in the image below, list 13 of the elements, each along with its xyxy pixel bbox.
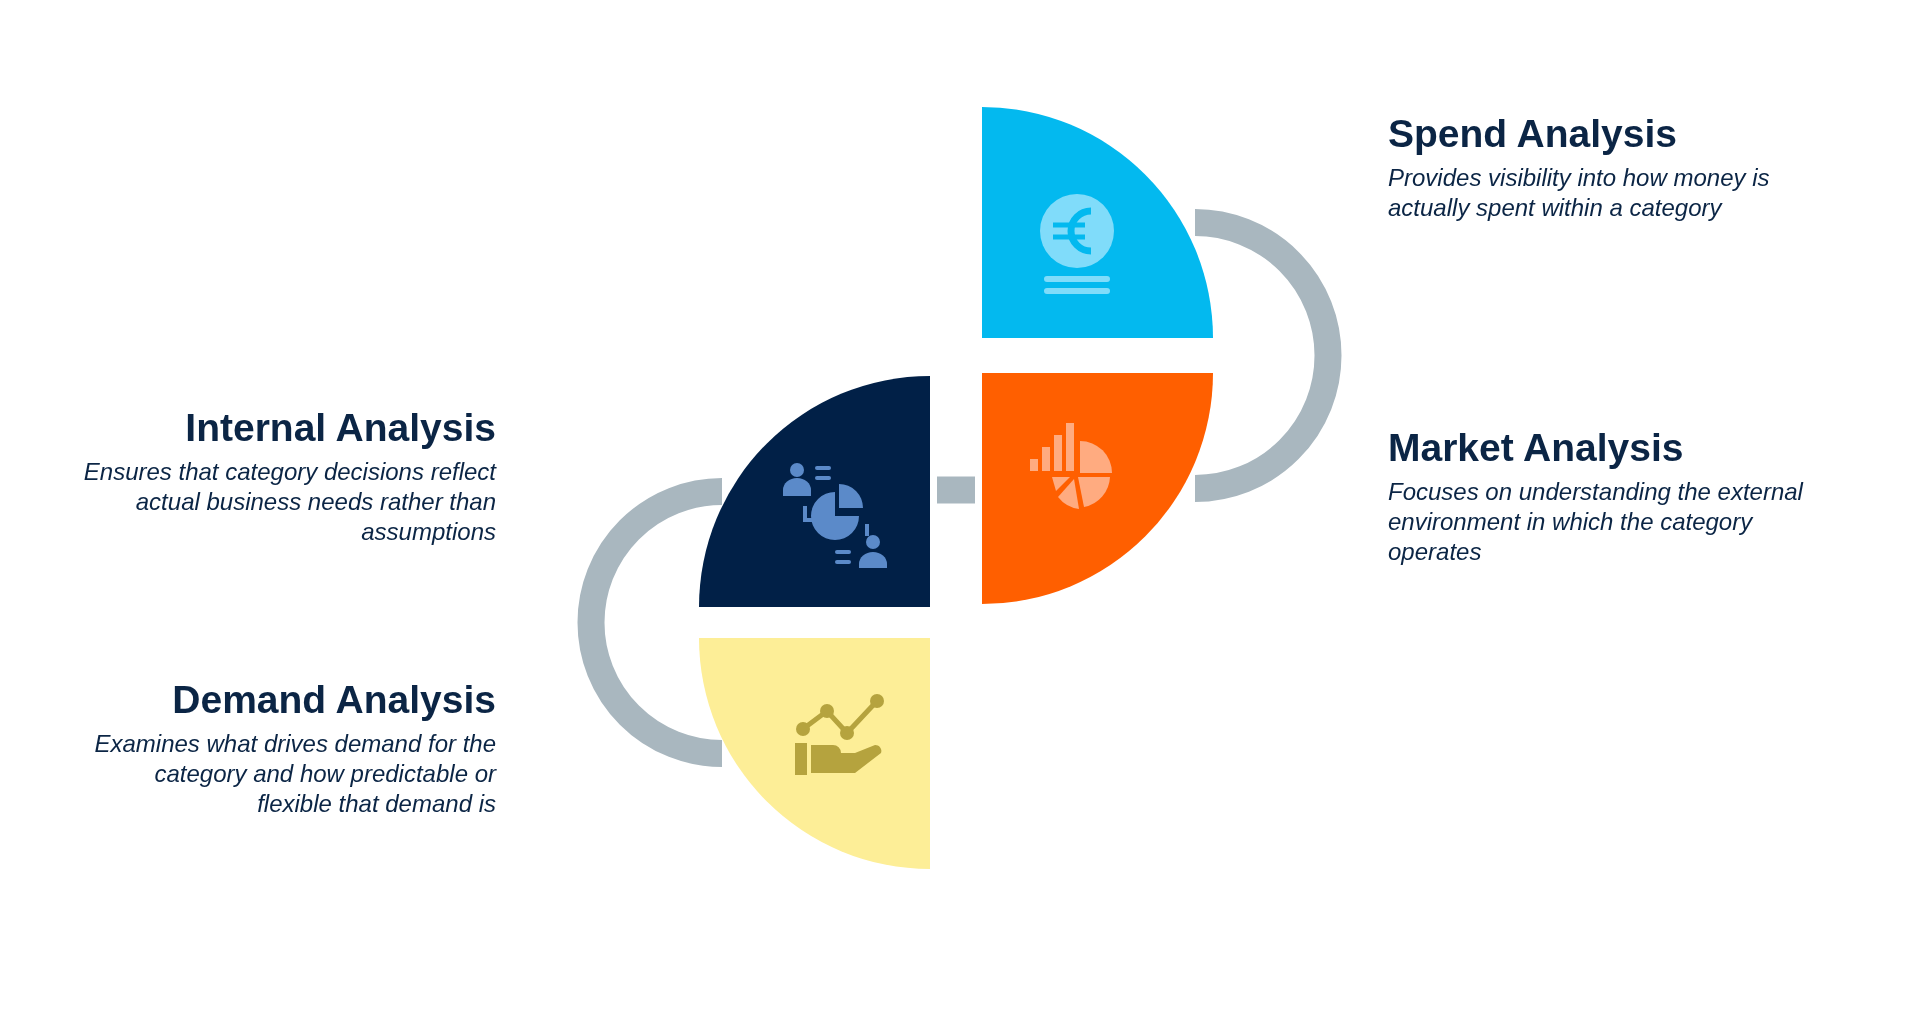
quarter-circle-tile: [982, 373, 1213, 604]
description-text: Provides visibility into how money is actually spent within a category: [1388, 162, 1771, 223]
section-heading: Market Analysis: [1388, 426, 1685, 471]
section-heading: Demand Analysis: [171, 678, 496, 723]
quarter-circle-tile: [699, 638, 930, 869]
connector-arc: [937, 476, 975, 504]
quarter-circle-tile: [699, 376, 930, 607]
section-heading: Spend Analysis: [1388, 112, 1678, 157]
description-text: Focuses on understanding the external environment in which the category operates: [1388, 476, 1805, 567]
section-heading: Internal Analysis: [184, 406, 496, 451]
description-text: Ensures that category decisions reflect actual business needs rather than assumptions: [82, 456, 496, 547]
description-text: Examines what drives demand for the category and how predictable or flexible that demand is: [93, 728, 496, 819]
quarter-circle-tile: [982, 107, 1213, 338]
